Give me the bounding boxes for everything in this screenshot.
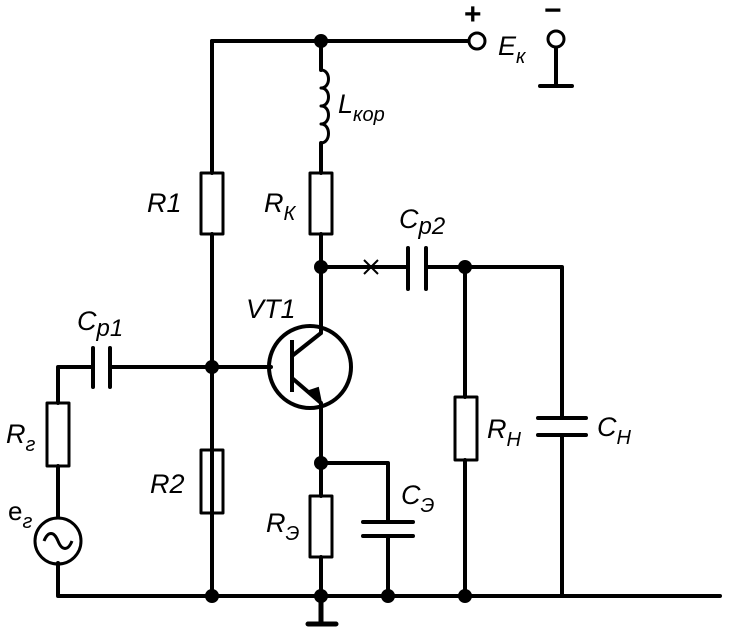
- label-r-n: RН: [487, 414, 522, 451]
- label-vt1: VT1: [246, 294, 296, 324]
- resistor-r2: [199, 448, 225, 515]
- terminal-minus: [546, 29, 566, 49]
- label-l-kor: Lкор: [338, 89, 385, 126]
- cap-c-n: [536, 416, 588, 437]
- label-c-p1: Cp1: [77, 306, 123, 342]
- label-r-g: Rг: [6, 419, 36, 456]
- wire-emitter: [319, 401, 390, 598]
- inductor-l-kor: [319, 68, 330, 145]
- wire-input: [56, 365, 722, 598]
- resistor-r-k: [308, 171, 334, 236]
- label-c-p2: Cp2: [399, 204, 445, 240]
- label-c-n: CН: [597, 412, 632, 449]
- wire-output: [319, 265, 564, 598]
- label-r-e: RЭ: [266, 508, 300, 545]
- resistor-r1: [199, 171, 225, 236]
- cap-c-p1: [91, 346, 112, 389]
- resistor-r-n: [453, 395, 479, 462]
- label-c-e: CЭ: [401, 480, 435, 517]
- label-r2: R2: [150, 469, 185, 499]
- resistor-r-g: [45, 401, 71, 468]
- label-r1: R1: [147, 188, 182, 218]
- junction-dots: [205, 34, 472, 603]
- break-mark: [363, 259, 379, 275]
- generator-e-g: [33, 516, 83, 566]
- label-e-g: eг: [8, 496, 32, 533]
- label-r-k: RК: [264, 188, 297, 225]
- transistor-vt1: [267, 324, 353, 410]
- wire-minus: [538, 45, 574, 88]
- label-plus: +: [464, 0, 482, 31]
- terminal-plus: [467, 31, 487, 51]
- label-minus: −: [544, 0, 562, 27]
- label-supply: Eк: [498, 31, 527, 68]
- cap-c-p2: [406, 246, 428, 291]
- cap-c-e: [361, 520, 415, 538]
- resistor-r-e: [308, 494, 334, 559]
